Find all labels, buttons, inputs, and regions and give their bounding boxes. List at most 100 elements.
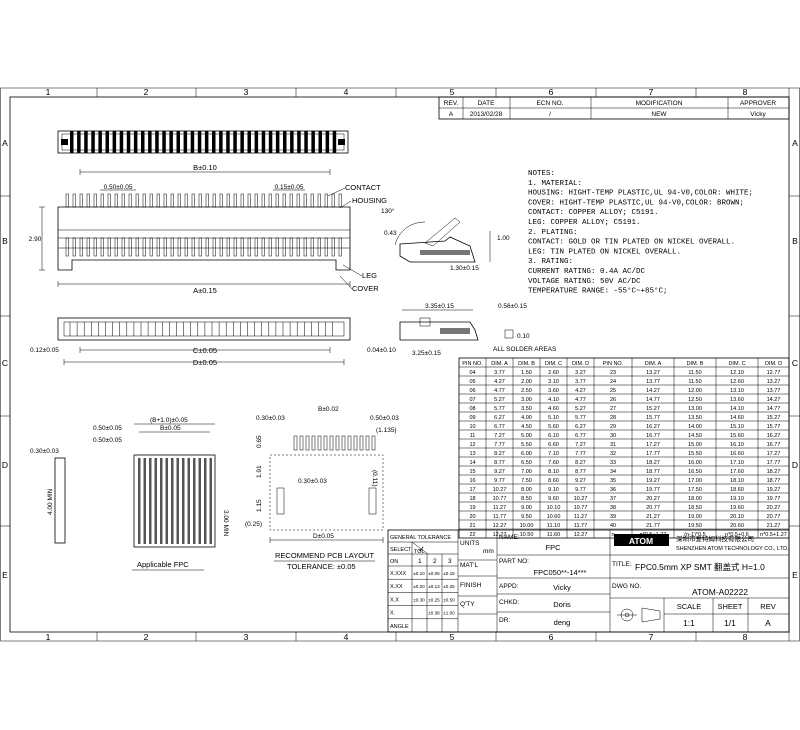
dim-table-cell: 7.77	[494, 442, 505, 448]
dim-table-cell: 17.77	[767, 460, 781, 466]
dim-table-cell: 17.27	[646, 442, 660, 448]
column-number-top: 6	[549, 87, 554, 97]
scale-key: SCALE	[677, 602, 702, 611]
rev-value-tb: A	[765, 618, 771, 628]
notes-block: NOTES:1. MATERIAL: HOUSING: HIGHT-TEMP P…	[528, 170, 753, 296]
front-pin-bottom	[198, 237, 202, 257]
front-pin-top	[114, 193, 118, 208]
dim-table-cell: 9.10	[548, 487, 559, 493]
top-view-tooth	[141, 131, 145, 153]
dim-table-header: DIM. C	[545, 361, 562, 367]
dim-table-cell: 12.77	[493, 532, 507, 538]
revision-table: REV. DATE ECN NO. MODIFICATION APPROVER …	[438, 96, 790, 120]
dim-table-cell: 13.77	[646, 379, 660, 385]
dim-table-cell: 8.50	[521, 496, 532, 502]
scale-value: 1:1	[683, 618, 695, 628]
dim-table-cell: 6.50	[521, 460, 532, 466]
dim-table-cell: 17.50	[688, 487, 702, 493]
note-line: 2. PLATING:	[528, 229, 578, 237]
dim-table-cell: 13.10	[730, 388, 744, 394]
dr-key: DR:	[499, 617, 510, 624]
dim-table-cell: 2.50	[521, 388, 532, 394]
dim-table-cell: 19.27	[646, 478, 660, 484]
fpc-conductor	[138, 458, 141, 544]
front-pin-bottom	[233, 237, 237, 257]
dim-table-cell: 3.50	[521, 406, 532, 412]
row-letter-right: B	[792, 236, 798, 246]
dim-table-cell: 36	[610, 487, 616, 493]
front-pin-top	[254, 193, 258, 208]
dim-table-cell: 20.10	[730, 514, 744, 520]
dim-table-cell: 13.00	[688, 406, 702, 412]
dim-table-cell: 10.10	[547, 505, 561, 511]
dim-table-cell: 10.60	[547, 514, 561, 520]
front-pin-top	[79, 193, 83, 208]
dim-table-cell: 19.27	[767, 487, 781, 493]
dim-100-label: 1.00	[497, 235, 510, 242]
dim-table-cell: 9.77	[575, 487, 586, 493]
column-number-top: 2	[144, 87, 149, 97]
dim-pitch-label: 0.50±0.05	[104, 184, 133, 191]
front-pin-bottom	[128, 237, 132, 257]
part-key: PART NO:	[499, 558, 529, 565]
dim-table-cell: 4.77	[575, 397, 586, 403]
front-pin-top	[226, 193, 230, 208]
dim-table-cell: 13	[469, 451, 475, 457]
top-view-tooth	[183, 131, 188, 153]
rev-value: A	[449, 111, 454, 118]
dim-table-cell: 39	[610, 514, 616, 520]
dim-table-cell: 6.00	[521, 451, 532, 457]
front-pin-bottom	[156, 237, 160, 257]
front-pin-bottom	[247, 237, 251, 257]
dim-table-cell: 11.10	[547, 523, 560, 529]
tol-value: ±0.25	[428, 597, 440, 602]
rev-key: REV	[760, 602, 775, 611]
front-pin-bottom	[275, 237, 279, 257]
front-pin-top	[324, 193, 328, 208]
row-letter-left: C	[2, 358, 8, 368]
pcb-050-label: 0.50±0.03	[370, 415, 399, 422]
dim-table-cell: 12.27	[493, 523, 507, 529]
appd-value: Vicky	[553, 583, 571, 592]
dim-table-cell: 4.27	[494, 379, 505, 385]
column-number-top: 7	[649, 87, 654, 97]
dim-010-label: 0.10	[517, 333, 530, 340]
front-pin-bottom	[317, 237, 321, 257]
dim-table-cell: 20.77	[767, 514, 781, 520]
dim-table-cell: 15.50	[688, 451, 702, 457]
tol-value: ±0.15	[443, 571, 455, 576]
dim-table-cell: 19.77	[646, 487, 660, 493]
rev-header-rev: REV.	[444, 100, 459, 107]
dim-325-label: 3.25±0.15	[412, 350, 441, 357]
tol-row-label: X.XXX	[390, 571, 407, 577]
note-line: LEG: TIN PLATED ON NICKEL OVERALL.	[528, 248, 681, 256]
dim-table-cell: 20.27	[646, 496, 660, 502]
dim-table-cell: 17	[469, 487, 475, 493]
fpc-conductor	[176, 458, 179, 544]
dim-table-cell: 15.77	[767, 424, 781, 430]
front-pin-bottom	[303, 237, 307, 257]
dim-table-cell: 14.60	[730, 415, 744, 421]
dim-table-cell: 28	[610, 415, 616, 421]
top-view-tooth	[98, 131, 102, 153]
front-pin-bottom	[205, 237, 209, 257]
dim-table-cell: 18.77	[646, 469, 660, 475]
dim-table-cell: 20	[469, 514, 475, 520]
dim-table-cell: 9.27	[494, 469, 505, 475]
dim-table-cell: 21.27	[646, 514, 660, 520]
dim-table-cell: 16	[469, 478, 475, 484]
dim-table-cell: 15.27	[767, 415, 781, 421]
pcb-pad	[353, 435, 358, 451]
dim-335-label: 3.35±0.15	[425, 303, 454, 310]
tol-value: ±0.10	[413, 571, 425, 576]
dim-table-cell: 3.77	[575, 379, 586, 385]
dim-table-cell: 20.60	[730, 523, 744, 529]
dim-table-cell: 7.00	[521, 469, 532, 475]
pcb-065-label: 0.65	[256, 435, 263, 448]
front-pin-top	[212, 193, 216, 208]
dim-height-label: 2.90	[29, 236, 42, 243]
front-pin-top	[289, 193, 293, 208]
